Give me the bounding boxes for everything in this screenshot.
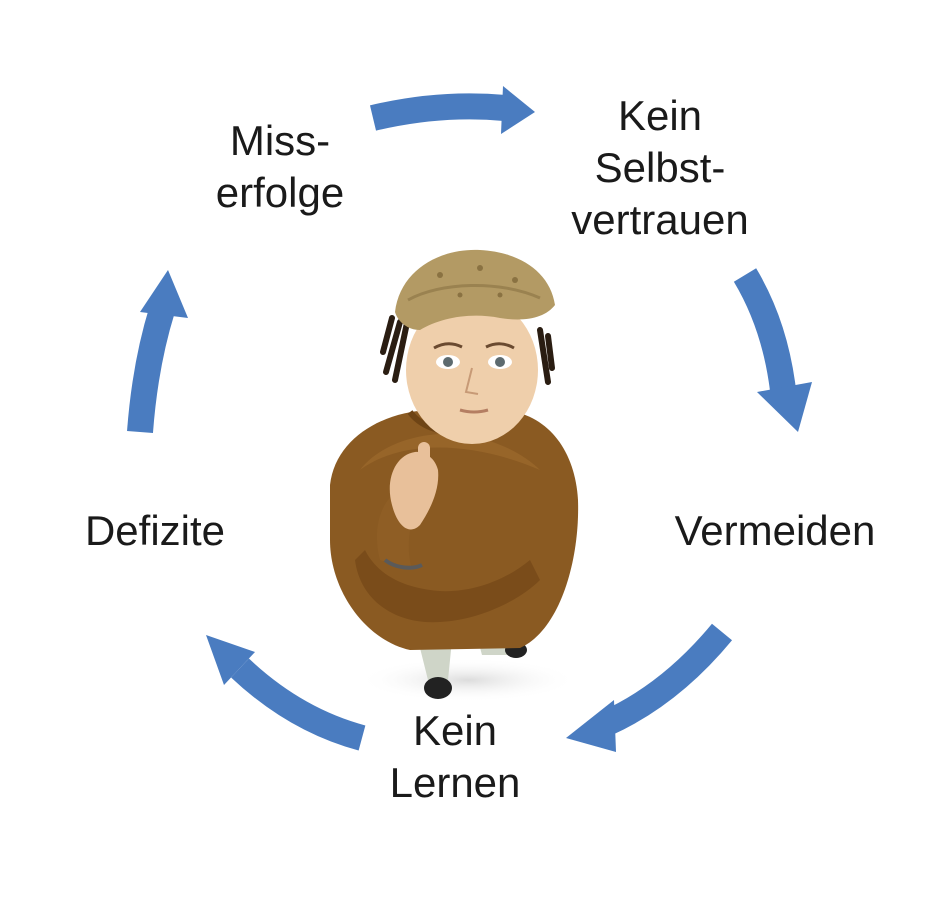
node-defizite: Defizite <box>65 505 245 557</box>
node-selbst-line-2: Selbst- <box>594 144 726 191</box>
node-lernen-line-2: Lernen <box>389 759 521 806</box>
person-figure <box>330 249 579 702</box>
node-selbst-line-1: Kein <box>617 92 703 139</box>
arrow-lernen-to-defizite <box>206 635 366 751</box>
figure-shadow <box>358 658 578 702</box>
node-lernen-line-1: Kein <box>412 707 498 754</box>
figure-sweater <box>330 409 579 650</box>
node-defizite-line-1: Defizite <box>84 507 226 554</box>
node-misserfolge-line-2: erfolge <box>215 169 345 216</box>
arrow-defizite-to-misserfolge <box>127 270 188 433</box>
node-kein-lernen: Kein Lernen <box>355 705 555 809</box>
figure-hand <box>383 442 439 570</box>
figure-bandana <box>395 249 555 330</box>
node-misserfolge: Miss- erfolge <box>195 115 365 219</box>
figure-head <box>406 296 538 444</box>
arrow-misserfolge-to-selbstvertrauen <box>369 86 535 134</box>
node-kein-selbstvertrauen: Kein Selbst- vertrauen <box>545 90 775 246</box>
figure-hair <box>380 315 555 385</box>
node-vermeiden-line-1: Vermeiden <box>674 507 876 554</box>
node-vermeiden: Vermeiden <box>655 505 895 557</box>
cycle-arrows <box>127 86 812 752</box>
node-misserfolge-line-1: Miss- <box>229 117 331 164</box>
arrow-vermeiden-to-lernen <box>566 623 733 752</box>
node-selbst-line-3: vertrauen <box>571 196 749 243</box>
arrow-selbstvertrauen-to-vermeiden <box>733 268 812 432</box>
